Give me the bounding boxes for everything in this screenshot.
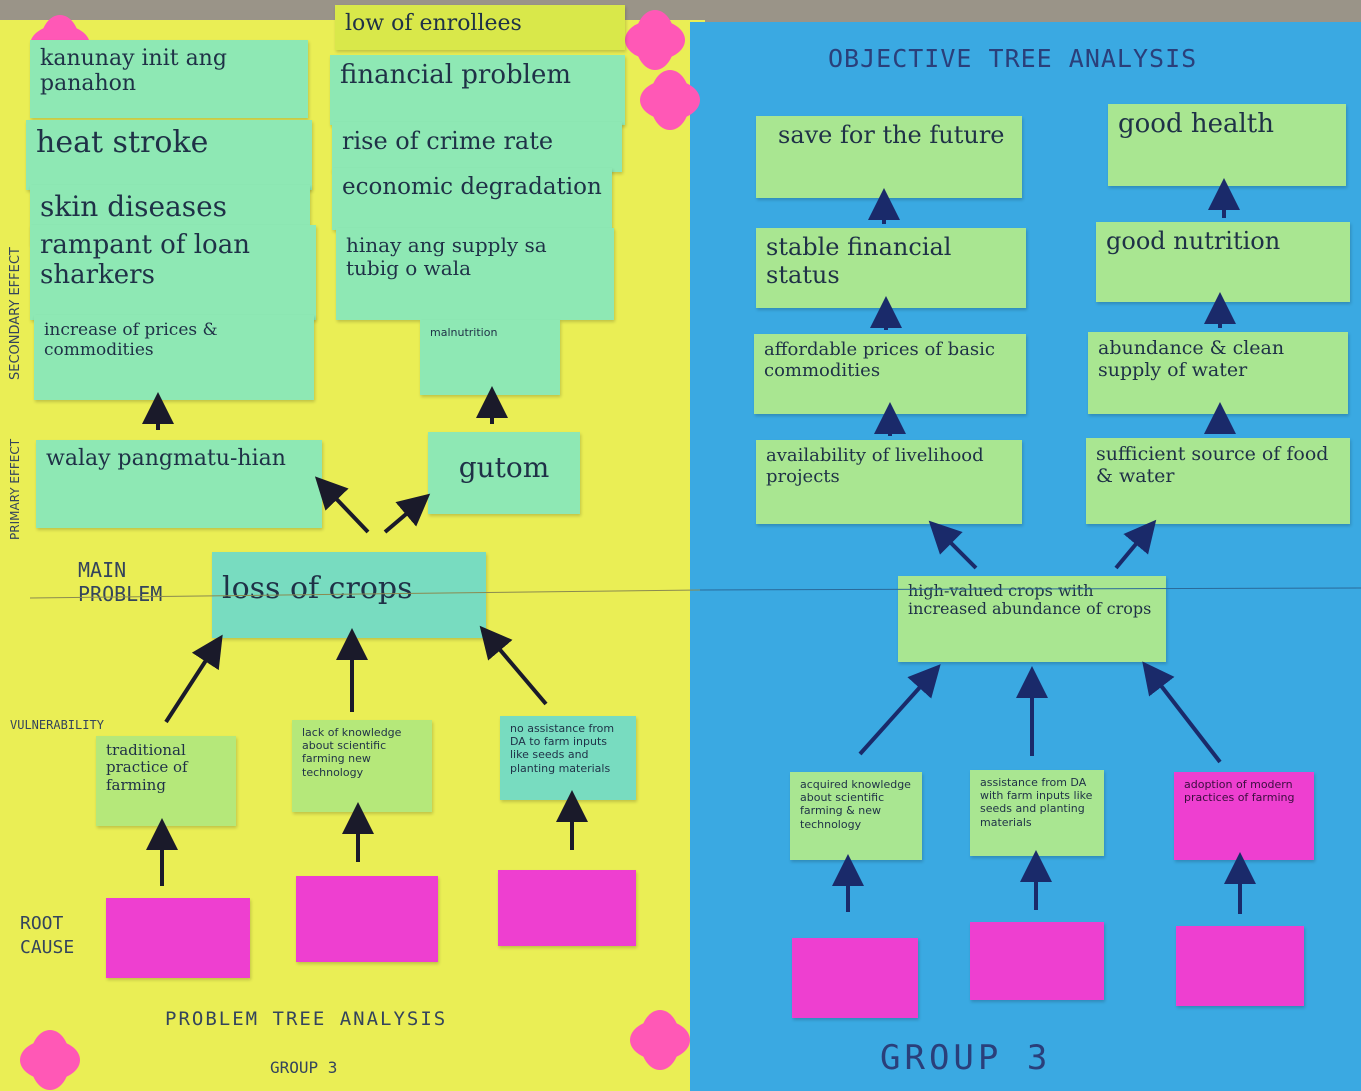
primary-effect-card: gutom [428, 432, 580, 514]
root-cause-card [498, 870, 636, 946]
root-cause-card [792, 938, 918, 1018]
root-cause-card [970, 922, 1104, 1000]
root-cause-card [296, 876, 438, 962]
objective-card: sufficient source of food & water [1086, 438, 1350, 524]
objective-card: affordable prices of basic commodities [754, 334, 1026, 414]
vulnerability-card: no assistance from DA to farm inputs lik… [500, 716, 636, 800]
objective-card: good nutrition [1096, 222, 1350, 302]
objective-tree-title: OBJECTIVE TREE ANALYSIS [828, 44, 1198, 73]
main-problem-card: loss of crops [212, 552, 486, 638]
effect-card: increase of prices & commodities [34, 315, 314, 400]
right-group-label: GROUP 3 [880, 1038, 1052, 1078]
objective-card: abundance & clean supply of water [1088, 332, 1348, 414]
root-cause-card [106, 898, 250, 978]
effect-card: malnutrition [420, 320, 560, 395]
objective-card: availability of livelihood projects [756, 440, 1022, 524]
objective-card: save for the future [756, 116, 1022, 198]
primary-effect-label: PRIMARY EFFECT [8, 438, 22, 540]
flower-decoration [630, 1010, 690, 1070]
main-problem-label: MAIN PROBLEM [78, 558, 163, 606]
effect-card: heat stroke [26, 120, 312, 190]
objective-tree-poster [690, 22, 1361, 1091]
vulnerability-label: VULNERABILITY [10, 718, 104, 732]
flower-decoration [20, 1030, 80, 1090]
effect-card: rampant of loan sharkers [30, 225, 316, 320]
effect-card: low of enrollees [335, 5, 625, 50]
means-card: acquired knowledge about scientific farm… [790, 772, 922, 860]
primary-effect-card: walay pangmatu-hian [36, 440, 322, 528]
effect-card: kanunay init ang panahon [30, 40, 308, 118]
means-card: assistance from DA with farm inputs like… [970, 770, 1104, 856]
effect-card: rise of crime rate [332, 122, 622, 172]
means-card: adoption of modern practices of farming [1174, 772, 1314, 860]
root-cause-label: ROOT CAUSE [20, 913, 75, 958]
flower-decoration [625, 10, 685, 70]
secondary-effect-label: SECONDARY EFFECT [8, 247, 23, 380]
vulnerability-card: lack of knowledge about scientific farmi… [292, 720, 432, 812]
left-group-label: GROUP 3 [270, 1058, 338, 1077]
effect-card: economic degradation [332, 168, 612, 230]
problem-tree-title: PROBLEM TREE ANALYSIS [165, 1008, 448, 1030]
effect-card: hinay ang supply sa tubig o wala [336, 228, 614, 320]
main-objective-card: high-valued crops with increased abundan… [898, 576, 1166, 662]
objective-card: good health [1108, 104, 1346, 186]
vulnerability-card: traditional practice of farming [96, 736, 236, 826]
effect-card: financial problem [330, 55, 625, 125]
flower-decoration [640, 70, 700, 130]
objective-card: stable financial status [756, 228, 1026, 308]
root-cause-card [1176, 926, 1304, 1006]
